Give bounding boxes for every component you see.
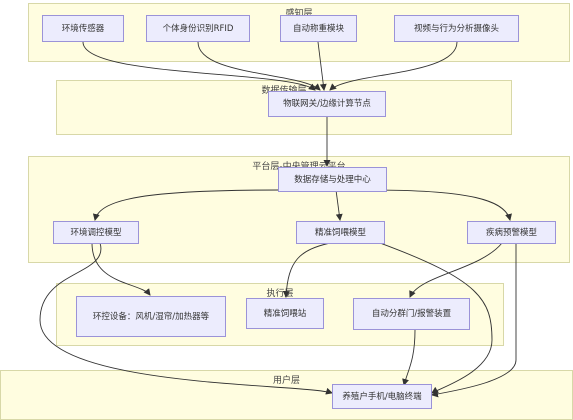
disease-model-node[interactable]: 疾病预警模型 <box>467 221 556 244</box>
camera-node[interactable]: 视频与行为分析摄像头 <box>394 15 519 42</box>
env-sensor-label: 环境传感器 <box>61 23 105 34</box>
feeding-station-node[interactable]: 精准饲喂站 <box>246 298 324 329</box>
data-center-label: 数据存储与处理中心 <box>294 174 371 185</box>
feeding-model-label: 精准饲喂模型 <box>314 227 366 238</box>
disease-model-label: 疾病预警模型 <box>485 227 537 238</box>
terminal-node[interactable]: 养殖户手机/电脑终端 <box>332 384 432 409</box>
env-model-label: 环境调控模型 <box>70 227 122 238</box>
gate-alarm-node[interactable]: 自动分群门/报警装置 <box>353 298 470 330</box>
user-layer-title: 用户层 <box>272 376 300 386</box>
env-equipment-label: 环控设备：风机/湿帘/加热器等 <box>92 311 210 322</box>
env-equipment-node[interactable]: 环控设备：风机/湿帘/加热器等 <box>76 296 226 337</box>
gateway-node[interactable]: 物联网关/边缘计算节点 <box>268 91 386 117</box>
weighing-node[interactable]: 自动称重模块 <box>280 15 357 42</box>
rfid-label: 个体身份识别RFID <box>162 23 234 34</box>
camera-label: 视频与行为分析摄像头 <box>413 23 499 34</box>
env-sensor-node[interactable]: 环境传感器 <box>42 15 124 42</box>
perception-layer-title: 感知层 <box>285 9 313 19</box>
rfid-node[interactable]: 个体身份识别RFID <box>146 15 250 42</box>
data-center-node[interactable]: 数据存储与处理中心 <box>278 167 387 192</box>
feeding-station-label: 精准饲喂站 <box>263 308 307 319</box>
feeding-model-node[interactable]: 精准饲喂模型 <box>296 221 385 244</box>
gateway-label: 物联网关/边缘计算节点 <box>283 99 371 109</box>
gate-alarm-label: 自动分群门/报警装置 <box>371 309 452 319</box>
terminal-label: 养殖户手机/电脑终端 <box>342 391 422 402</box>
weighing-label: 自动称重模块 <box>292 23 344 34</box>
user-layer: 用户层 <box>0 370 573 420</box>
env-model-node[interactable]: 环境调控模型 <box>53 221 139 244</box>
